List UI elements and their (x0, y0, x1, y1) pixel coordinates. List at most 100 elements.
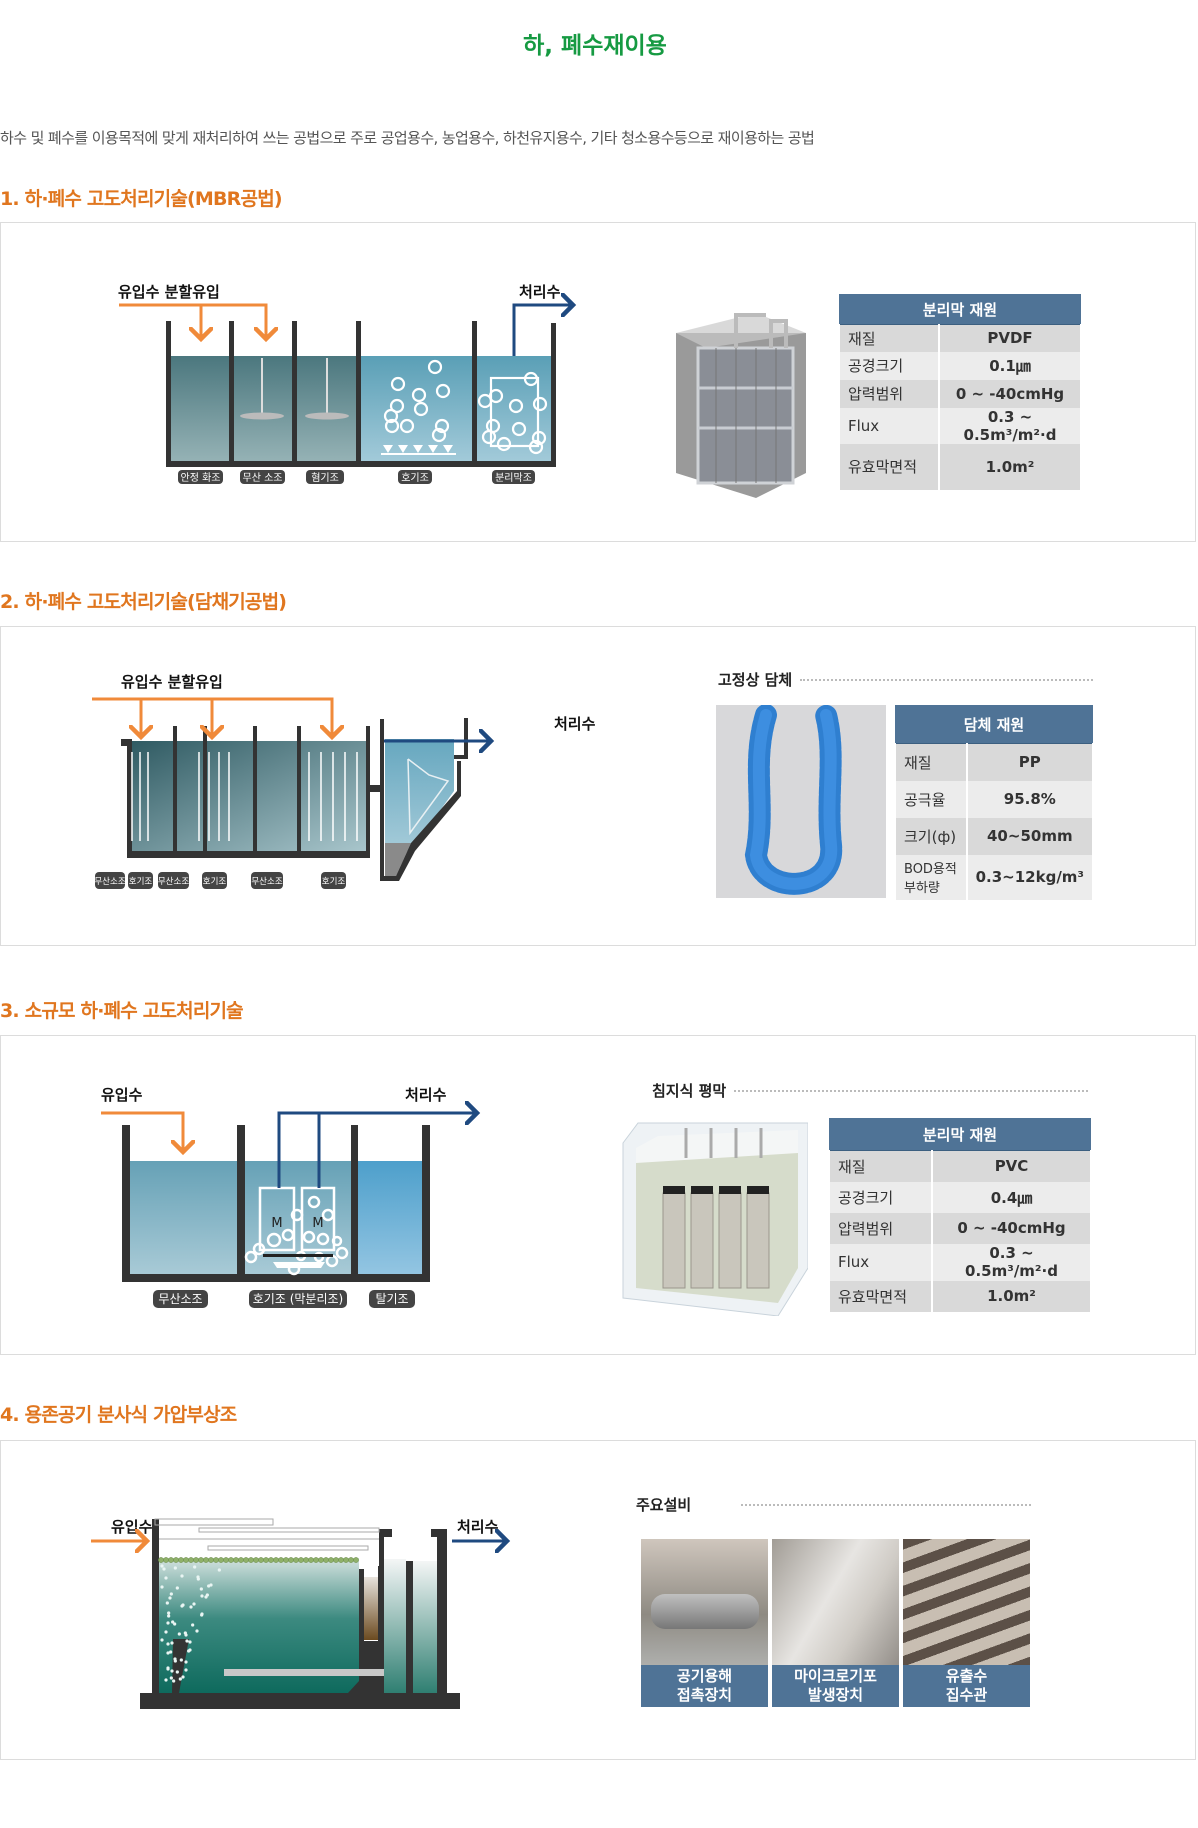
air-bubble (207, 1584, 211, 1588)
spec-label: 압력범위 (838, 379, 940, 408)
air-bubble (166, 1642, 170, 1646)
mbr-module-image (676, 313, 806, 498)
section-2-heading: 2. 하·폐수 고도처리기술(담채기공법) (0, 591, 287, 613)
air-bubble (166, 1621, 170, 1625)
section-4-heading: 4. 용존공기 분사식 가압부상조 (0, 1404, 237, 1426)
spec-value: 95.8% (965, 780, 1095, 818)
foam-bubble (313, 1557, 319, 1563)
tank-label: 무산 소조 (243, 472, 283, 484)
section-4-panel: 유입수 처리수 주요설비 (0, 1440, 1196, 1760)
flat-membrane-image (622, 1122, 808, 1316)
tank-label: 호기조 (129, 877, 153, 887)
spec-label: Flux (838, 407, 940, 444)
spec-value: 0.3 ~ 0.5m³/m²·d (931, 1243, 1092, 1281)
tank-label: 무산소조 (158, 1292, 202, 1306)
spec-value: 0.3 ~ 0.5m³/m²·d (938, 407, 1082, 444)
air-bubble (164, 1678, 168, 1682)
caption-line: 집수관 (945, 1686, 988, 1704)
tank-label: 호기조 (203, 877, 227, 887)
mbr-process-diagram: 유입수 분할유입 처리수 안정 화조 무산 소조 혐기조 호 (118, 283, 581, 484)
foam-bubble (303, 1557, 309, 1563)
inflow-label: 유입수 분할유입 (118, 283, 220, 301)
foam-bubble (158, 1557, 164, 1563)
foam-bubble (273, 1557, 279, 1563)
foam-bubble (173, 1557, 179, 1563)
air-bubble (199, 1587, 203, 1591)
foam-bubble (183, 1557, 189, 1563)
air-bubble (171, 1620, 175, 1624)
foam-bubble (258, 1557, 264, 1563)
air-bubble (170, 1641, 174, 1645)
table-header: 분리막 재원 (839, 294, 1081, 325)
spec-value: 0.1㎛ (938, 351, 1082, 380)
air-bubble (184, 1633, 188, 1637)
air-bubble (167, 1614, 171, 1618)
foam-bubble (278, 1557, 284, 1563)
module-label: M (271, 1216, 282, 1231)
foam-bubble (213, 1557, 219, 1563)
foam-bubble (308, 1557, 314, 1563)
section-2-panel: 유입수 분할유입 처리수 (0, 626, 1196, 946)
foam-bubble (293, 1557, 299, 1563)
spec-label: 공경크기 (828, 1181, 933, 1213)
air-bubble (191, 1623, 195, 1627)
caption-line: 유출수 (945, 1667, 988, 1685)
page-title: 하, 폐수재이용 (523, 33, 667, 59)
module-label: M (312, 1216, 323, 1231)
subtitle-text: 침지식 평막 (652, 1082, 727, 1100)
intro-text: 하수 및 폐수를 이용목적에 맞게 재처리하여 쓰는 공법으로 주로 공업용수,… (0, 129, 815, 147)
foam-bubble (268, 1557, 274, 1563)
inflow-label: 유입수 (101, 1086, 143, 1104)
air-bubble (175, 1586, 179, 1590)
divider (800, 678, 1093, 681)
air-bubble (192, 1602, 196, 1606)
foam-bubble (168, 1557, 174, 1563)
foam-bubble (178, 1557, 184, 1563)
caption-line: 공기용해 (676, 1667, 733, 1685)
air-bubble (195, 1629, 199, 1633)
air-bubble (167, 1611, 171, 1615)
air-bubble (178, 1677, 182, 1681)
air-bubble (173, 1659, 177, 1663)
foam-bubble (288, 1557, 294, 1563)
table-header: 분리막 재원 (829, 1118, 1091, 1151)
foam-bubble (338, 1557, 344, 1563)
foam-bubble (318, 1557, 324, 1563)
inflow-label: 유입수 분할유입 (121, 673, 223, 691)
media-subtitle: 고정상 담체 (718, 669, 1093, 690)
foam-bubble (353, 1557, 359, 1563)
spec-value: 0.3~12kg/m³ (965, 854, 1095, 900)
tank-label: 무산소조 (94, 876, 125, 887)
air-bubble (173, 1566, 177, 1570)
air-bubble (162, 1567, 166, 1571)
spec-label: 유효막면적 (828, 1280, 933, 1312)
subtitle-text: 주요설비 (636, 1496, 692, 1514)
foam-bubble (333, 1557, 339, 1563)
foam-bubble (163, 1557, 169, 1563)
spec-value: PVC (931, 1150, 1092, 1182)
tank-label: 분리막조 (495, 472, 532, 484)
caption-line: 접촉장치 (676, 1686, 733, 1704)
outflow-label: 처리수 (554, 715, 596, 733)
air-bubble (204, 1595, 208, 1599)
air-bubble (170, 1669, 174, 1673)
air-bubble (164, 1630, 168, 1634)
flat-membrane-subtitle: 침지식 평막 (652, 1080, 1088, 1101)
air-bubble (181, 1675, 185, 1679)
air-bubble (180, 1574, 184, 1578)
outflow-label: 처리수 (457, 1518, 499, 1536)
tank-label: 호기조 (401, 472, 429, 484)
air-bubble (166, 1667, 170, 1671)
air-bubble (187, 1649, 191, 1653)
foam-bubble (223, 1557, 229, 1563)
spec-label: Flux (828, 1243, 933, 1281)
outflow-label: 처리수 (405, 1086, 447, 1104)
inflow-label: 유입수 (111, 1518, 153, 1536)
spec-value: PVDF (938, 324, 1082, 352)
air-bubble (173, 1622, 177, 1626)
section-3-heading: 3. 소규모 하·폐수 고도처리기술 (0, 1000, 244, 1022)
